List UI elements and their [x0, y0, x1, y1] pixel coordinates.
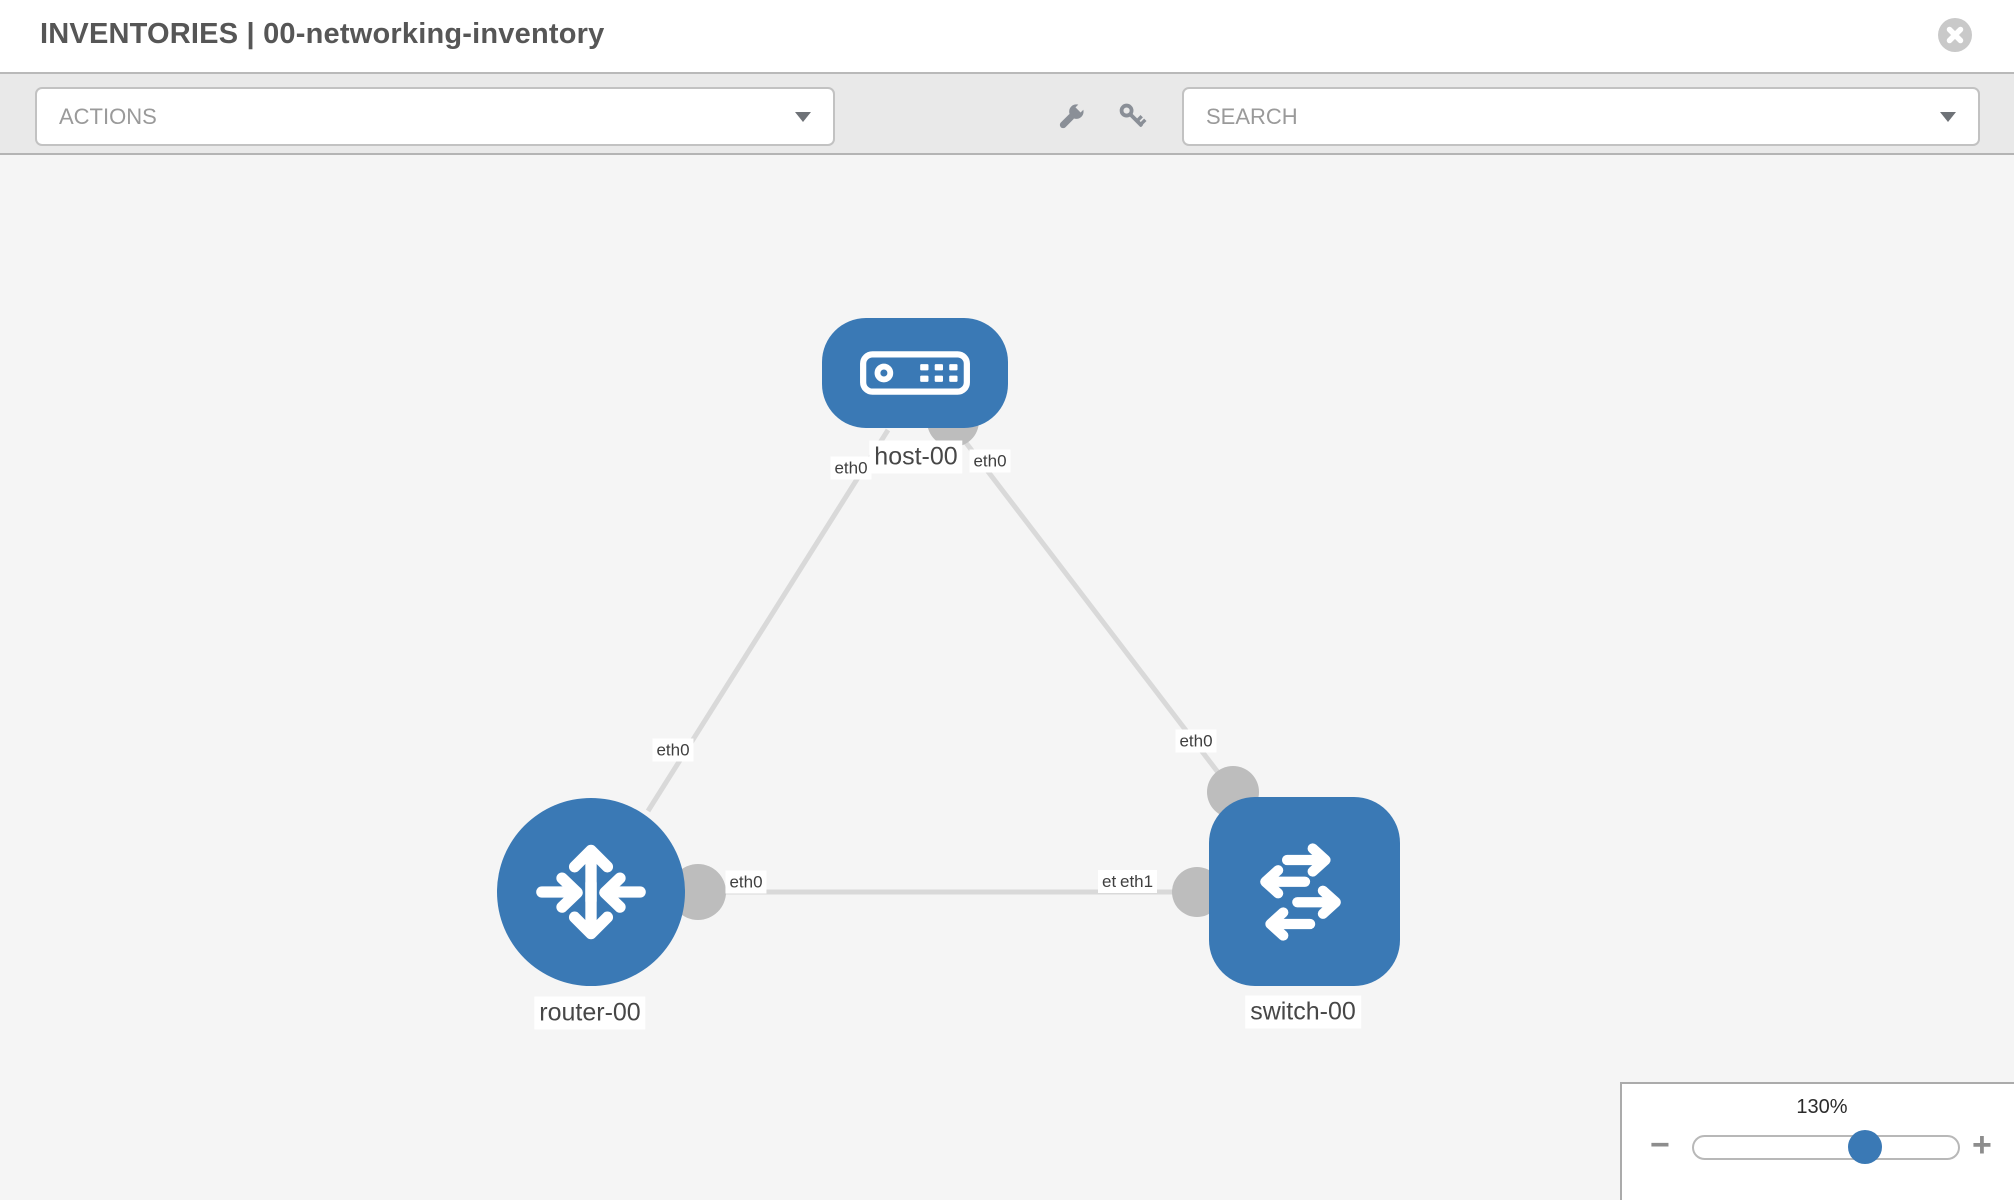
header: INVENTORIES | 00-networking-inventory: [0, 0, 2014, 72]
key-icon[interactable]: [1114, 98, 1154, 138]
iface-label-switch-eth0-top: eth0: [1175, 729, 1217, 753]
iface-label-router-eth0-right: eth0: [725, 870, 767, 894]
chevron-down-icon: [795, 111, 811, 122]
close-icon: [1946, 26, 1964, 44]
node-label-router: router-00: [534, 996, 646, 1030]
iface-label-host-eth0-left: eth0: [830, 456, 872, 480]
server-icon: [860, 351, 970, 395]
chevron-down-icon: [1940, 111, 1956, 122]
router-arrows-icon: [536, 844, 646, 940]
zoom-slider-track[interactable]: [1692, 1135, 1960, 1160]
node-switch[interactable]: [1209, 797, 1400, 986]
switch-arrows-icon: [1259, 842, 1341, 941]
iface-label-host-eth0-right: eth0: [969, 449, 1011, 473]
close-button[interactable]: [1938, 18, 1972, 52]
iface-label-router-eth0-top: eth0: [652, 738, 694, 762]
search-dropdown[interactable]: SEARCH: [1182, 87, 1980, 146]
node-label-switch: switch-00: [1245, 995, 1361, 1029]
actions-dropdown[interactable]: ACTIONS: [35, 87, 835, 146]
node-router[interactable]: [497, 798, 685, 986]
wrench-icon[interactable]: [1050, 98, 1090, 138]
zoom-panel: 130% − +: [1620, 1082, 2014, 1200]
page-title: INVENTORIES | 00-networking-inventory: [40, 18, 605, 50]
actions-dropdown-label: ACTIONS: [59, 103, 157, 129]
topology-canvas[interactable]: host-00 router-00 switch-00 eth0 eth0 et…: [0, 155, 2014, 1200]
zoom-out-button[interactable]: −: [1650, 1126, 1670, 1164]
zoom-slider-thumb[interactable]: [1848, 1130, 1882, 1164]
search-placeholder: SEARCH: [1206, 103, 1298, 129]
zoom-level-value: 130%: [1796, 1096, 1848, 1118]
zoom-in-button[interactable]: +: [1972, 1126, 1992, 1164]
iface-label-switch-eth1: eth1: [1116, 870, 1158, 893]
toolbar: ACTIONS SEARCH: [0, 72, 2014, 155]
node-label-host: host-00: [869, 440, 963, 474]
link-layer: [645, 395, 1259, 920]
node-host[interactable]: [822, 318, 1008, 428]
